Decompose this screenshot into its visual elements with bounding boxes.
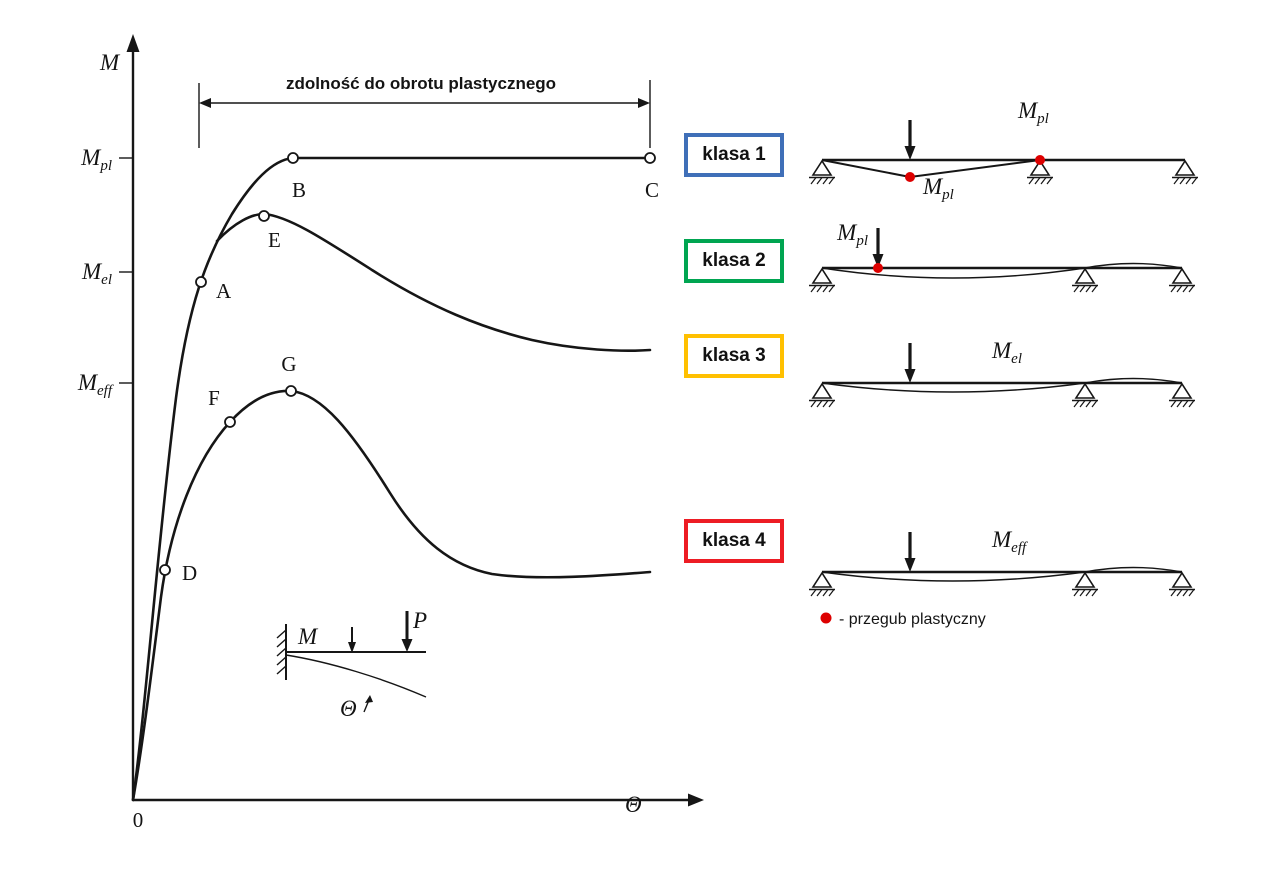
deflection-curve-left: [821, 382, 1086, 393]
point-label-c: C: [645, 178, 659, 202]
plastic-hinge-dot: [873, 263, 883, 273]
class-3-box: klasa 3: [684, 334, 784, 378]
inset-cantilever-sketch: M P Θ: [276, 608, 427, 721]
support-icon: [1168, 268, 1196, 293]
inset-load-arrow-icon: [401, 639, 413, 652]
point-label-g: G: [281, 352, 296, 376]
point-marker-b: [287, 152, 299, 164]
inset-wall-hatch: [276, 647, 287, 657]
load-arrow-icon: [902, 118, 918, 162]
point-marker-d: [159, 564, 171, 576]
inset-theta-arrow-icon: [365, 695, 373, 703]
y-axis-label: M: [99, 50, 121, 75]
curve-class-2: [215, 212, 652, 352]
deflection-curve-left: [821, 267, 1086, 279]
class-1-label: klasa 1: [702, 144, 766, 165]
beam-diagrams-panel: Mpl Mpl Mpl Mel: [808, 98, 1199, 628]
point-marker-e: [258, 210, 270, 222]
moment-label: Meff: [991, 527, 1028, 556]
point-label-d: D: [182, 561, 197, 585]
curve-class-4: [131, 389, 652, 802]
beam-diagram-class-4: Meff: [808, 527, 1196, 597]
moment-label: Mel: [991, 338, 1022, 367]
inset-moment-label: M: [297, 624, 319, 649]
class-2-label: klasa 2: [702, 250, 766, 271]
load-arrow-icon: [902, 530, 918, 574]
point-label-b: B: [292, 178, 306, 202]
inset-wall-hatch: [276, 629, 287, 639]
load-arrow-icon: [902, 341, 918, 385]
point-marker-f: [224, 416, 236, 428]
moment-rotation-graph: M Θ 0 Mpl Mel Meff zdolność do obrotu pl…: [77, 34, 704, 832]
origin-label: 0: [133, 808, 144, 832]
legend-label: - przegub plastyczny: [839, 611, 986, 628]
moment-label-top: Mpl: [1017, 98, 1049, 127]
curve-point-labels: A B C D E F G: [182, 178, 659, 585]
support-icon: [808, 572, 836, 597]
load-arrow-icon: [870, 226, 886, 270]
inset-deflection-curve: [285, 654, 427, 698]
y-tick-label-mel: Mel: [81, 259, 112, 288]
plastic-hinge-dot: [905, 172, 915, 182]
span-arrow-right-icon: [638, 98, 650, 108]
inset-small-arrow-icon: [348, 642, 356, 653]
moment-label: Mpl: [836, 220, 868, 249]
point-marker-c: [644, 152, 656, 164]
beam-diagram-class-2: Mpl: [808, 220, 1196, 293]
curve-point-markers: [159, 152, 656, 576]
inset-wall-hatch: [276, 656, 287, 666]
beam-diagram-class-1: Mpl Mpl: [808, 98, 1199, 203]
support-icon: [1071, 268, 1099, 293]
deflection-curve-right: [1084, 566, 1183, 573]
support-icon: [1071, 383, 1099, 408]
rotation-capacity-annotation: zdolność do obrotu plastycznego: [198, 74, 651, 148]
class-4-box: klasa 4: [684, 519, 784, 563]
plastic-hinge-dot: [1035, 155, 1045, 165]
inset-wall-hatch: [276, 665, 287, 675]
point-label-a: A: [216, 279, 232, 303]
y-tick-labels: Mpl Mel Meff: [77, 145, 114, 399]
support-icon: [1168, 383, 1196, 408]
point-label-f: F: [208, 386, 220, 410]
point-marker-g: [285, 385, 297, 397]
inset-force-label: P: [412, 608, 427, 633]
y-axis-arrow-icon: [126, 34, 140, 52]
inset-rotation-label: Θ: [340, 696, 357, 721]
legend-dot-icon: [820, 612, 832, 624]
y-tick-label-meff: Meff: [77, 370, 114, 399]
class-2-box: klasa 2: [684, 239, 784, 283]
support-icon: [1171, 160, 1199, 185]
deflection-curve-right: [1084, 377, 1183, 384]
class-4-label: klasa 4: [702, 530, 766, 551]
span-arrow-left-icon: [199, 98, 211, 108]
plastic-hinge-legend: - przegub plastyczny: [820, 611, 986, 628]
curve-class-1: [131, 156, 652, 802]
support-icon: [1168, 572, 1196, 597]
moment-label-bottom: Mpl: [922, 174, 954, 203]
class-3-label: klasa 3: [702, 345, 766, 366]
x-axis-label: Θ: [625, 792, 642, 817]
x-axis-arrow-icon: [688, 793, 704, 807]
axes: M Θ 0: [99, 34, 704, 832]
support-icon: [808, 383, 836, 408]
inset-wall-hatch: [276, 638, 287, 648]
class-1-box: klasa 1: [684, 133, 784, 177]
deflection-curve-left: [821, 571, 1086, 582]
support-icon: [1071, 572, 1099, 597]
point-label-e: E: [268, 228, 281, 252]
rotation-capacity-label: zdolność do obrotu plastycznego: [286, 74, 556, 93]
beam-diagram-class-3: Mel: [808, 338, 1196, 408]
deflection-curve-right: [1084, 262, 1183, 269]
support-icon: [808, 268, 836, 293]
point-marker-a: [195, 276, 207, 288]
y-tick-label-mpl: Mpl: [80, 145, 112, 174]
support-icon: [808, 160, 836, 185]
